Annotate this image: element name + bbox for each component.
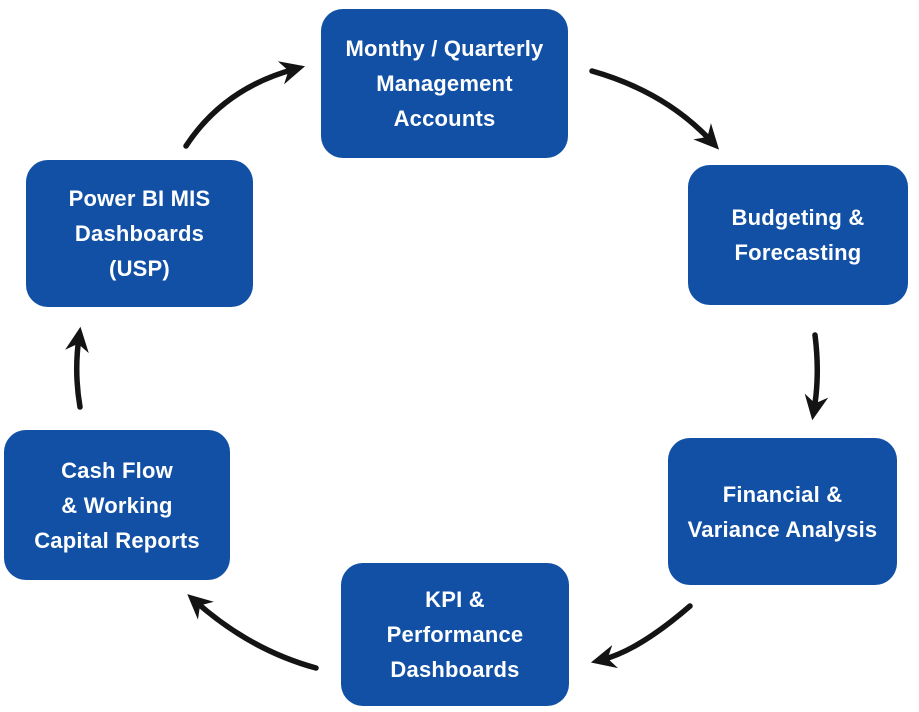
node-line: Budgeting & [731,205,865,230]
node-power-bi-mis-dashboards: Power BI MIS Dashboards (USP) [26,160,253,307]
node-line: KPI & [425,587,485,612]
arrow-accounts-to-budgeting-icon [589,68,720,150]
node-kpi-performance-dashboards: KPI & Performance Dashboards [341,563,569,706]
arrow-kpi-to-cashflow-icon [187,594,319,671]
node-line: & Working [61,492,173,518]
node-line: Capital Reports [34,527,200,553]
node-line: Power BI MIS [68,186,211,211]
node-line: Financial & [722,481,843,507]
node-cash-flow-working-capital: Cash Flow & Working Capital Reports [4,430,230,580]
node-line: Monthy / Quarterly [345,36,544,61]
node-line: Dashboards [390,657,520,682]
node-financial-variance-analysis: Financial & Variance Analysis [668,438,897,585]
node-budgeting-forecasting: Budgeting & Forecasting [688,165,908,305]
arrow-budgeting-to-financial-icon [804,332,829,421]
arrow-cashflow-to-powerbi-icon [65,326,89,410]
node-management-accounts: Monthy / Quarterly Management Accounts [321,9,568,158]
node-line: Management [376,71,513,96]
arrow-financial-to-kpi-icon [590,603,693,669]
node-line: Dashboards [74,221,205,246]
node-line: Variance Analysis [687,516,878,542]
node-line: Performance [386,622,524,647]
arrow-powerbi-to-accounts-icon [183,61,306,149]
node-line: Forecasting [734,240,862,265]
node-line: Cash Flow [61,457,173,483]
node-line: Accounts [393,106,496,131]
node-line: (USP) [109,256,170,281]
